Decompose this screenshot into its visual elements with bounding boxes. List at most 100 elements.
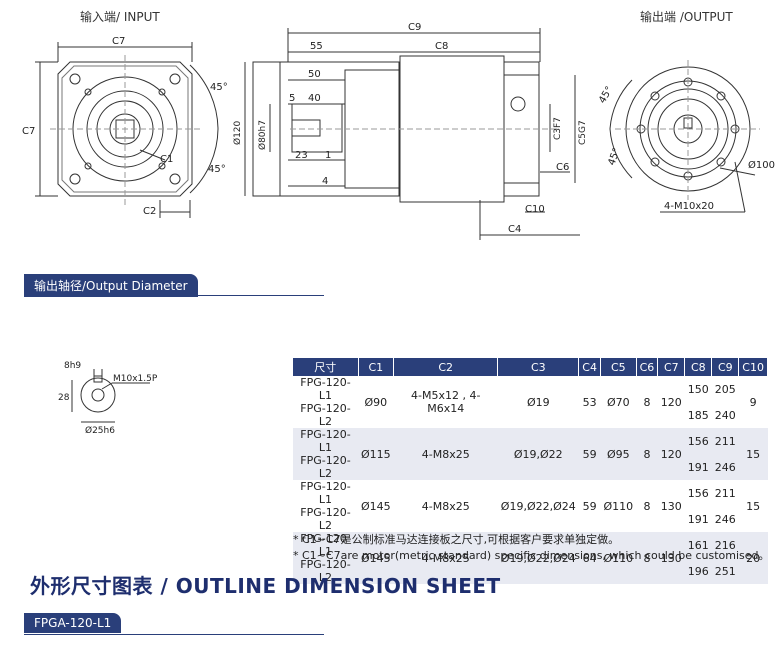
cell-c2: 4-M8x25 (393, 480, 498, 532)
dim-angle-1: 45° (210, 82, 228, 93)
table-row: FPG-120-L1 Ø90 4-M5x12 , 4-M6x14 Ø19 53 … (293, 376, 768, 428)
header-cell: C7 (657, 358, 686, 376)
cell-c8: 196 (684, 558, 712, 584)
table-row: FPG-120-L2 191 246 (293, 454, 768, 480)
cell-c1: Ø145 (358, 532, 394, 584)
table-row: FPG-120-L2 196 251 (293, 558, 768, 584)
cell-c2: 4-M8x25 (393, 428, 498, 480)
cell-c10: 15 (738, 428, 768, 480)
dim-c7-top: C7 (112, 36, 125, 47)
cell-c8: 161 (684, 532, 712, 558)
header-cell: C10 (738, 358, 768, 376)
dim-c3: C3F7 (553, 117, 563, 140)
output-diameter-tag: 输出轴径/Output Diameter (24, 274, 198, 297)
cell-c3: Ø19,Ø22,Ø24 (497, 532, 579, 584)
header-cell: 尺寸 (293, 358, 359, 376)
table-row: FPG-120-L1 Ø115 4-M8x25 Ø19,Ø22 59 Ø95 8… (293, 428, 768, 480)
dim-c9: C9 (408, 22, 421, 33)
cell-c9: 240 (711, 402, 739, 428)
cell-c8: 191 (684, 454, 712, 480)
dim-c4: C4 (508, 224, 521, 235)
table-header-row: 尺寸 C1 C2 C3 C4 C5 C6 C7 C8 C9 C10 (293, 358, 768, 376)
cell-c3: Ø19,Ø22,Ø24 (497, 480, 579, 532)
shaft-d28: 28 (58, 393, 70, 403)
cell-c2: 4-M5x12 , 4-M6x14 (393, 376, 498, 428)
table-row: FPG-120-L2 185 240 (293, 402, 768, 428)
cell-c9: 216 (711, 532, 739, 558)
cell-c6: 8 (636, 532, 658, 584)
output-view (609, 60, 760, 213)
cell-c4: 64 (578, 532, 601, 584)
header-cell: C6 (636, 358, 659, 376)
note-1: * C1~C7是公制标准马达连接板之尺寸,可根据客户要求单独定做。 (293, 533, 620, 546)
sheet-title: 外形尺寸图表 / OUTLINE DIMENSION SHEET (30, 574, 501, 598)
cell-c8: 191 (684, 506, 712, 532)
dim-1: 1 (325, 150, 331, 161)
model-cell: FPG-120-L2 (293, 454, 358, 480)
dim-angle-2: 45° (208, 164, 226, 175)
cell-c9: 246 (711, 506, 739, 532)
cell-c9: 211 (711, 428, 739, 454)
divider (24, 634, 324, 635)
cell-c4: 53 (578, 376, 601, 428)
cell-c9: 211 (711, 480, 739, 506)
cell-c5: Ø95 (600, 428, 637, 480)
header-cell: C2 (393, 358, 499, 376)
cell-c10: 9 (738, 376, 768, 428)
dim-c1: C1 (160, 154, 173, 165)
shaft-thread: M10x1.5P (113, 374, 158, 384)
dim-40: 40 (308, 93, 321, 104)
technical-drawing: C7 C7 C1 C2 45° 45° C9 C8 55 50 5 40 Ø12… (22, 22, 775, 240)
note-2: * C1~C7are motor(metric standard) specif… (293, 549, 770, 562)
cell-c1: Ø115 (358, 428, 394, 480)
cell-c6: 8 (636, 376, 658, 428)
dim-d80: Ø80h7 (257, 120, 268, 150)
dim-c5: C5G7 (578, 120, 588, 145)
cell-c9: 251 (711, 558, 739, 584)
dim-c2: C2 (143, 206, 156, 217)
cell-c10: 15 (738, 480, 768, 532)
cell-c9: 205 (711, 376, 739, 402)
input-label: 输入端/ INPUT (80, 10, 160, 24)
output-label: 输出端 /OUTPUT (640, 10, 733, 24)
shaft-d25: Ø25h6 (85, 425, 115, 435)
shaft-detail: 8h9 M10x1.5P 28 Ø25h6 (58, 361, 158, 435)
cell-c9: 246 (711, 454, 739, 480)
side-view (244, 28, 580, 240)
cell-c1: Ø90 (358, 376, 394, 428)
spec-table: 尺寸 C1 C2 C3 C4 C5 C6 C7 C8 C9 C10 FPG-12… (293, 358, 768, 584)
cell-c8: 156 (684, 480, 712, 506)
header-cell: C8 (684, 358, 713, 376)
cell-c5: Ø110 (600, 532, 637, 584)
cell-c4: 59 (578, 480, 601, 532)
shaft-d8: 8h9 (64, 361, 81, 371)
cell-c3: Ø19 (497, 376, 579, 428)
dim-4: 4 (322, 176, 328, 187)
dim-55: 55 (310, 41, 323, 52)
model-cell: FPG-120-L1 (293, 480, 358, 506)
out-bolts: 4-M10x20 (664, 201, 714, 212)
input-view (35, 42, 219, 218)
model-cell: FPG-120-L1 (293, 532, 358, 558)
out-angle-1: 45° (597, 85, 615, 106)
cell-c8: 156 (684, 428, 712, 454)
dim-50: 50 (308, 69, 321, 80)
header-cell: C9 (711, 358, 740, 376)
cell-c1: Ø145 (358, 480, 394, 532)
cell-c7: 120 (657, 428, 685, 480)
model-tag: FPGA-120-L1 (24, 613, 122, 633)
divider (24, 295, 324, 296)
header-cell: C1 (358, 358, 395, 376)
cell-c7: 130 (657, 480, 685, 532)
dim-23: 23 (295, 150, 308, 161)
cell-c7: 130 (657, 532, 685, 584)
model-cell: FPG-120-L1 (293, 376, 358, 402)
out-d100: Ø100 (748, 159, 775, 171)
model-cell: FPG-120-L2 (293, 558, 358, 584)
cell-c3: Ø19,Ø22 (497, 428, 579, 480)
cell-c6: 8 (636, 480, 658, 532)
cell-c8: 185 (684, 402, 712, 428)
model-cell: FPG-120-L1 (293, 428, 358, 454)
dim-c6: C6 (556, 162, 569, 173)
cell-c5: Ø70 (600, 376, 637, 428)
